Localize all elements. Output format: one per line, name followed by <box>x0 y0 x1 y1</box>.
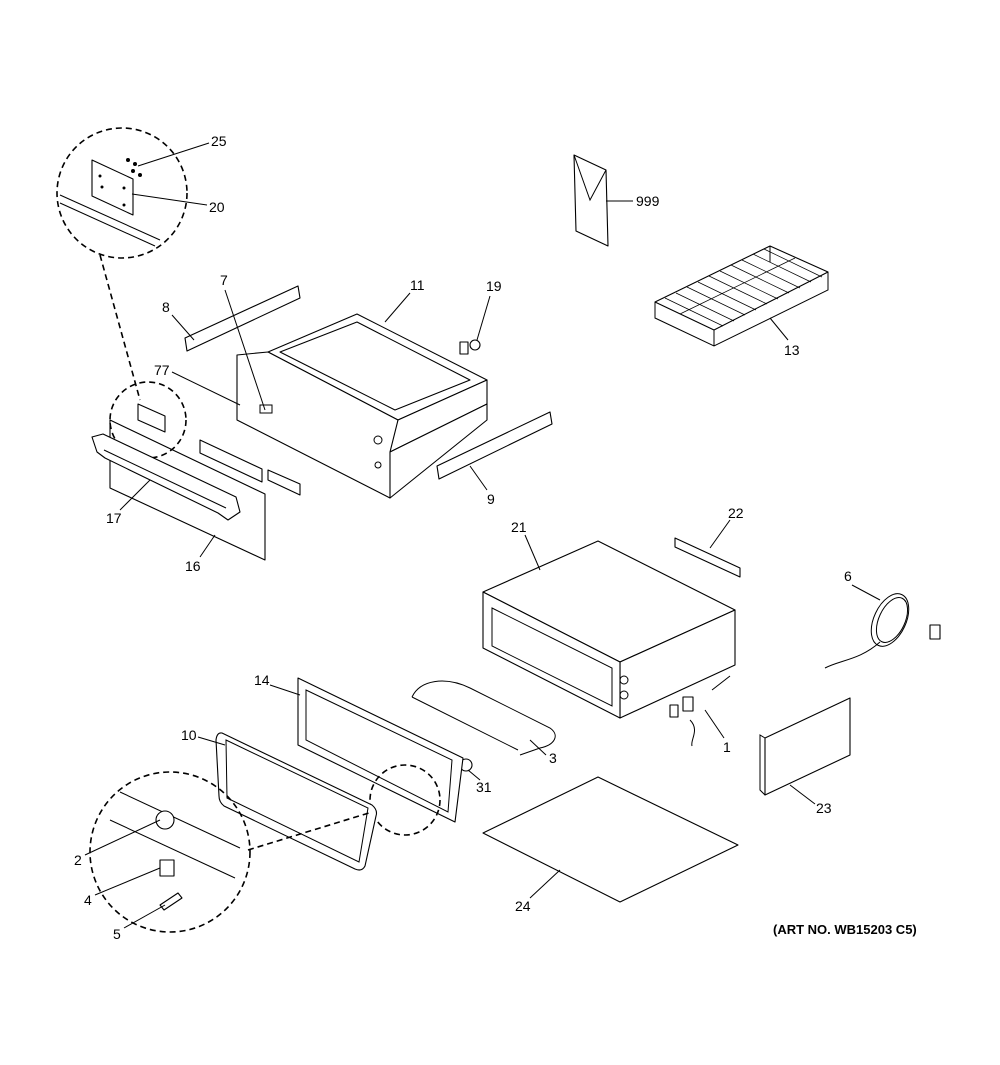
label-4: 4 <box>84 892 92 908</box>
label-24: 24 <box>515 898 531 914</box>
wire-harness <box>669 675 731 747</box>
mounting-bracket <box>674 537 741 578</box>
heating-element <box>411 680 556 756</box>
label-999: 999 <box>636 193 660 209</box>
label-6: 6 <box>844 568 852 584</box>
power-cord <box>824 593 941 669</box>
art-number: (ART NO. WB15203 C5) <box>773 922 917 937</box>
control-box-cover <box>759 697 851 796</box>
label-20: 20 <box>209 199 225 215</box>
wire-rack <box>654 245 829 347</box>
label-11: 11 <box>410 277 425 293</box>
label-25: 25 <box>211 133 227 149</box>
label-17: 17 <box>106 510 122 526</box>
literature-envelope <box>573 154 609 247</box>
drawer-box <box>236 313 488 499</box>
label-2: 2 <box>74 852 82 868</box>
label-5: 5 <box>113 926 121 942</box>
label-19: 19 <box>486 278 502 294</box>
label-16: 16 <box>185 558 201 574</box>
label-31: 31 <box>476 779 492 795</box>
part-labels: 25 20 999 8 7 11 19 13 77 17 16 9 21 22 … <box>74 133 917 942</box>
control-panel-frame <box>297 677 464 836</box>
bottom-plate <box>482 776 739 903</box>
label-8: 8 <box>162 299 170 315</box>
leader-lines <box>84 142 881 929</box>
label-9: 9 <box>487 491 495 507</box>
label-13: 13 <box>784 342 800 358</box>
label-14: 14 <box>254 672 270 688</box>
label-10: 10 <box>181 727 197 743</box>
label-22: 22 <box>728 505 744 521</box>
label-7: 7 <box>220 272 228 288</box>
drawer-roller <box>459 339 481 355</box>
drawer-slide-left <box>184 285 301 352</box>
label-1: 1 <box>723 739 731 755</box>
label-3: 3 <box>549 750 557 766</box>
label-23: 23 <box>816 800 832 816</box>
drawer-handle <box>91 433 241 521</box>
warming-drawer-housing <box>482 540 736 719</box>
detail-circle-bracket <box>56 127 188 401</box>
label-21: 21 <box>511 519 527 535</box>
label-77: 77 <box>154 362 170 378</box>
drawer-slide-right <box>436 411 553 480</box>
gasket <box>215 732 378 871</box>
detail-circle-controls <box>89 771 373 933</box>
